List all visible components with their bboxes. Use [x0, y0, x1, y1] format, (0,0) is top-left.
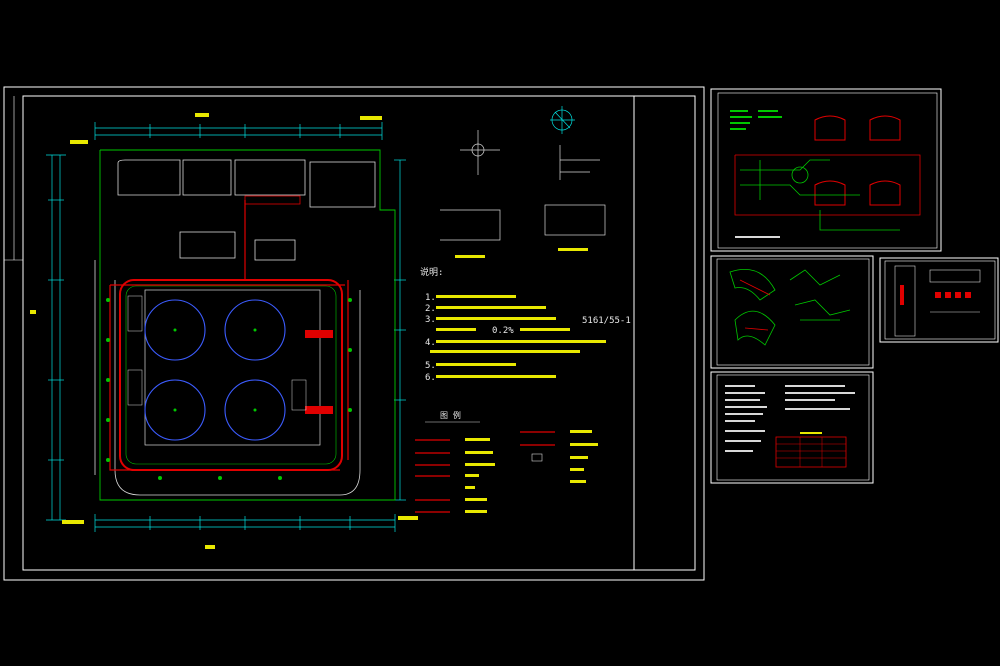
main-sheet: 说明: 1. 2. 3. 4. 5. 6. 0.2% 5161/55-1 图 例 — [3, 86, 705, 581]
top-dimension-chain — [94, 122, 383, 140]
detail-box — [544, 204, 606, 236]
north-buildings — [117, 159, 376, 261]
detail-caption-1 — [455, 255, 485, 258]
sheet4-table — [775, 436, 847, 468]
north-compass — [550, 106, 575, 134]
site-boundary — [99, 149, 396, 501]
sheet-equipment-table — [710, 371, 874, 484]
internal-road — [114, 280, 361, 496]
drawing-code: 5161/55-1 — [582, 316, 631, 326]
sheet-details — [710, 255, 874, 369]
building-gatehouse — [117, 159, 181, 196]
sheet1-notes — [730, 110, 782, 130]
building-substation — [309, 161, 376, 208]
note-number-4: 4. — [425, 338, 436, 348]
note-number-5: 5. — [425, 361, 436, 371]
general-notes: 说明: 1. 2. 3. 4. 5. 6. 0.2% 5161/55-1 — [420, 266, 631, 383]
notes-title: 说明: — [420, 266, 443, 278]
note-number-1: 1. — [425, 293, 436, 303]
site-labels — [30, 113, 418, 549]
hydrants — [106, 298, 352, 480]
tank-area — [144, 289, 321, 446]
legend-symbols-right — [520, 431, 555, 446]
site-plan — [30, 113, 418, 549]
legend-box-symbol — [531, 453, 543, 462]
legend-labels-right — [570, 430, 598, 483]
detail-drawings — [440, 106, 606, 258]
bottom-dimension-chain — [94, 514, 396, 532]
left-dimension-chain — [46, 154, 66, 521]
storage-tanks — [144, 299, 286, 441]
foam-station-2 — [305, 406, 333, 414]
note-spec-value: 0.2% — [492, 326, 514, 336]
legend-title: 图 例 — [440, 410, 461, 420]
detail-pipe-section — [559, 145, 600, 180]
tank-2 — [224, 299, 286, 361]
red-wall-segment — [244, 195, 301, 205]
building-office — [182, 159, 232, 196]
tank-4 — [224, 379, 286, 441]
notes-text-lines — [430, 295, 606, 378]
main-sheet-inner-frame — [22, 95, 696, 571]
legend-symbols-left — [415, 439, 450, 513]
tank-stairs — [127, 295, 307, 411]
detail-caption-2 — [558, 248, 588, 251]
tank-3 — [144, 379, 206, 441]
main-sheet-outer-frame — [3, 86, 705, 581]
sheet4-notes — [725, 385, 855, 452]
foam-station-1 — [305, 330, 333, 338]
legend: 图 例 — [415, 410, 598, 513]
sheet1-pipes — [740, 159, 900, 231]
note-number-6: 6. — [425, 373, 436, 383]
sheet3-equipment — [900, 285, 971, 305]
tank-dike-inner — [125, 285, 337, 465]
note-number-3: 3. — [425, 315, 436, 325]
building-valve-room — [179, 231, 236, 259]
sheet-equipment-room — [879, 257, 999, 343]
tank-centres — [173, 328, 257, 412]
sheet2-drawings — [729, 268, 851, 346]
note-number-2: 2. — [425, 304, 436, 314]
detail-valve — [460, 130, 500, 175]
tank-1 — [144, 299, 206, 361]
building-control — [254, 239, 296, 261]
fire-water-mains — [109, 200, 349, 471]
sheet1-caption — [735, 236, 780, 238]
legend-labels-left — [465, 438, 495, 513]
building-pump-house — [234, 159, 306, 196]
detail-trench — [440, 209, 501, 241]
sheet1-boundary — [734, 154, 921, 216]
sheet1-tanks — [814, 115, 901, 206]
right-dimension-chain — [394, 159, 406, 501]
sheet-process-plan — [710, 88, 942, 252]
